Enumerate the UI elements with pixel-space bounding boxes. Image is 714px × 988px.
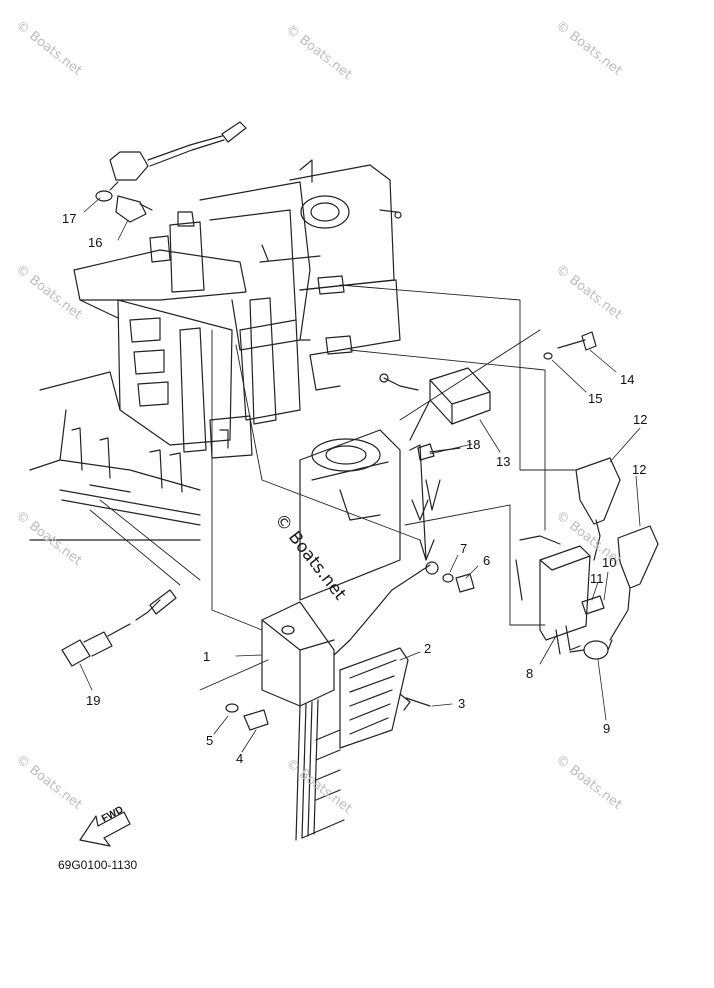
part-label-8: 8 bbox=[526, 666, 534, 681]
part-label-13: 13 bbox=[496, 454, 511, 469]
engine-block bbox=[73, 159, 402, 459]
leader-lines bbox=[89, 284, 576, 691]
part-label-19: 19 bbox=[86, 693, 101, 708]
part-label-12: 12 bbox=[633, 412, 648, 427]
ignition-coil-8 bbox=[515, 535, 591, 655]
cdi-unit-13 bbox=[379, 367, 491, 461]
part-label-11: 11 bbox=[590, 571, 604, 586]
sensor-cable-assembly bbox=[95, 121, 247, 223]
stator-assembly bbox=[299, 429, 441, 601]
part-label-6: 6 bbox=[483, 553, 491, 568]
part-label-1: 1 bbox=[203, 649, 211, 664]
part-label-12b: 12 bbox=[632, 462, 647, 477]
fwd-arrow-icon bbox=[79, 811, 131, 847]
part-label-2: 2 bbox=[424, 641, 432, 656]
part-label-10: 10 bbox=[602, 555, 617, 570]
diagram-code: 69G0100-1130 bbox=[58, 858, 138, 872]
part-label-14: 14 bbox=[620, 372, 635, 387]
part-label-16: 16 bbox=[88, 235, 103, 250]
rectifier-1 bbox=[261, 564, 431, 707]
part-label-17: 17 bbox=[62, 211, 77, 226]
lower-cowling bbox=[29, 371, 201, 541]
part-label-5: 5 bbox=[206, 733, 214, 748]
fasteners bbox=[225, 331, 605, 731]
part-label-7: 7 bbox=[460, 541, 468, 556]
part-label-15: 15 bbox=[588, 391, 603, 406]
sensor-19 bbox=[61, 589, 177, 667]
part-label-3: 3 bbox=[458, 696, 466, 711]
plug-cap-12 bbox=[575, 457, 659, 641]
part-label-18: 18 bbox=[466, 437, 481, 452]
grommet-9 bbox=[569, 639, 613, 660]
part-label-4: 4 bbox=[236, 751, 244, 766]
part-label-9: 9 bbox=[603, 721, 611, 736]
label-leaders bbox=[79, 197, 641, 753]
wiring-harness bbox=[295, 699, 345, 841]
terminal-block-2 bbox=[339, 647, 409, 749]
